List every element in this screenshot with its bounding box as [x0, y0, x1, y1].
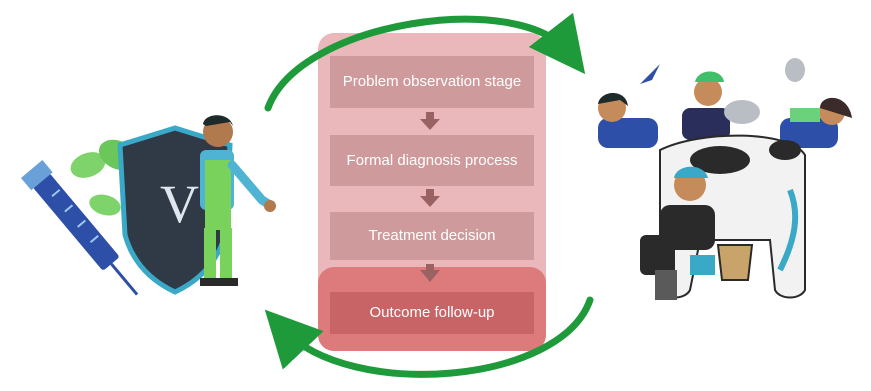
- step-label: Outcome follow-up: [369, 304, 495, 321]
- down-arrow-3: [420, 264, 440, 282]
- step-problem-observation: Problem observation stage: [330, 56, 534, 108]
- step-label: Formal diagnosis process: [346, 151, 518, 169]
- shield-letter: V: [160, 174, 199, 234]
- down-arrow-1: [420, 112, 440, 130]
- down-arrow-2: [420, 189, 440, 207]
- cycle-arrow-bottom: [264, 296, 594, 378]
- step-outcome-follow-up: Outcome follow-up: [330, 292, 534, 334]
- cycle-arrow-top: [264, 12, 586, 112]
- people-animals-farm-icon: [598, 58, 852, 300]
- step-formal-diagnosis: Formal diagnosis process: [330, 135, 534, 186]
- step-label: Problem observation stage: [342, 73, 522, 90]
- step-treatment-decision: Treatment decision: [330, 212, 534, 260]
- step-label: Treatment decision: [368, 227, 496, 244]
- vet-shield-syringe-icon: V: [20, 115, 276, 296]
